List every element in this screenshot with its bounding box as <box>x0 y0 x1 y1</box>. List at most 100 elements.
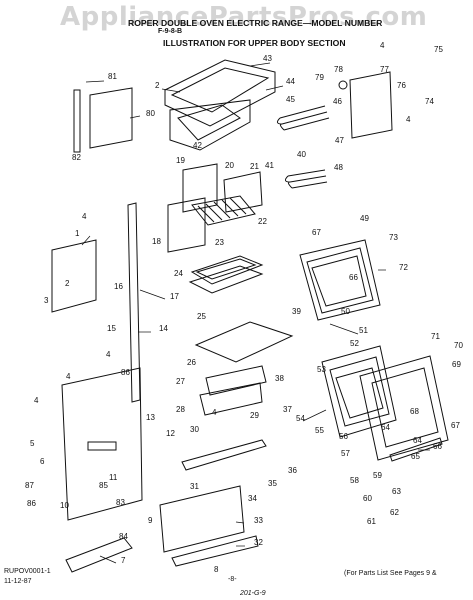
bake-element <box>276 105 330 131</box>
leader-lines <box>81 62 430 564</box>
footer-date: 11-12-87 <box>4 578 32 585</box>
part-label-26: 26 <box>187 358 196 367</box>
part-label-81: 81 <box>108 72 117 81</box>
kick-panel <box>171 535 259 567</box>
part-label-36: 36 <box>288 466 297 475</box>
part-label-4: 4 <box>380 41 385 50</box>
part-label-4: 4 <box>82 212 87 221</box>
part-label-62: 62 <box>390 508 399 517</box>
watermark: AppliancePartsPros.com <box>60 2 428 32</box>
door-handle <box>389 437 443 462</box>
part-label-23: 23 <box>215 238 224 247</box>
footer-page-mark: -8- <box>228 576 237 583</box>
part-label-4: 4 <box>34 396 39 405</box>
part-label-69: 69 <box>452 360 461 369</box>
diagram-title: ROPER DOUBLE OVEN ELECTRIC RANGE—MODEL N… <box>128 18 383 28</box>
part-label-6: 6 <box>40 457 45 466</box>
part-label-41: 41 <box>265 161 274 170</box>
model-number: F-9-8-B <box>158 28 183 35</box>
part-label-65: 65 <box>411 452 420 461</box>
trim-strip-upper <box>181 439 267 471</box>
part-label-37: 37 <box>283 405 292 414</box>
part-label-49: 49 <box>360 214 369 223</box>
part-label-68: 68 <box>410 407 419 416</box>
footer-handwritten-code: 201-G-9 <box>240 590 266 597</box>
part-label-25: 25 <box>197 312 206 321</box>
part-label-80: 80 <box>146 109 155 118</box>
side-panel <box>89 87 133 149</box>
part-label-42: 42 <box>193 141 202 150</box>
diagram-subtitle: ILLUSTRATION FOR UPPER BODY SECTION <box>163 38 346 48</box>
top-panel-assembly <box>164 59 276 151</box>
part-label-86: 86 <box>121 368 130 377</box>
part-label-35: 35 <box>268 479 277 488</box>
part-label-79: 79 <box>315 73 324 82</box>
part-label-10: 10 <box>60 501 69 510</box>
part-label-2: 2 <box>155 81 160 90</box>
oven-rack-assembly <box>167 163 263 253</box>
part-label-32: 32 <box>254 538 263 547</box>
part-label-46: 46 <box>333 97 342 106</box>
part-label-21: 21 <box>250 162 259 171</box>
part-label-50: 50 <box>341 307 350 316</box>
part-label-40: 40 <box>297 150 306 159</box>
part-label-66: 66 <box>349 273 358 282</box>
part-label-45: 45 <box>286 95 295 104</box>
part-label-84: 84 <box>119 532 128 541</box>
bottom-rail <box>65 537 133 573</box>
part-label-85: 85 <box>99 481 108 490</box>
part-label-58: 58 <box>350 476 359 485</box>
part-label-1: 1 <box>75 229 80 238</box>
part-label-28: 28 <box>176 405 185 414</box>
left-side-panel <box>51 239 97 313</box>
part-label-63: 63 <box>392 487 401 496</box>
part-label-82: 82 <box>72 153 81 162</box>
rear-panel <box>349 71 393 139</box>
part-label-13: 13 <box>146 413 155 422</box>
part-label-15: 15 <box>107 324 116 333</box>
part-label-33: 33 <box>254 516 263 525</box>
part-label-12: 12 <box>166 429 175 438</box>
broiler-pan <box>188 255 264 294</box>
part-label-7: 7 <box>121 556 126 565</box>
part-label-38: 38 <box>275 374 284 383</box>
part-label-55: 55 <box>315 426 324 435</box>
part-label-64: 64 <box>381 423 390 432</box>
part-label-43: 43 <box>263 54 272 63</box>
part-label-52: 52 <box>350 339 359 348</box>
part-label-59: 59 <box>373 471 382 480</box>
lower-glass-panel <box>159 485 245 553</box>
part-label-53: 53 <box>317 365 326 374</box>
oven-bottom-panel <box>194 321 294 363</box>
part-label-47: 47 <box>335 136 344 145</box>
part-label-29: 29 <box>250 411 259 420</box>
part-label-71: 71 <box>431 332 440 341</box>
broiler-drawer <box>205 365 267 396</box>
part-label-3: 3 <box>44 296 49 305</box>
part-label-14: 14 <box>159 324 168 333</box>
upper-oven-door <box>299 239 381 321</box>
part-label-18: 18 <box>152 237 161 246</box>
footer-note: (For Parts List See Pages 9 & <box>344 570 437 577</box>
part-label-76: 76 <box>397 81 406 90</box>
part-label-77: 77 <box>380 65 389 74</box>
part-label-72: 72 <box>399 263 408 272</box>
part-label-70: 70 <box>454 341 463 350</box>
part-label-57: 57 <box>341 449 350 458</box>
part-label-83: 83 <box>116 498 125 507</box>
drawer-front <box>199 382 263 416</box>
part-label-60: 60 <box>363 494 372 503</box>
part-label-20: 20 <box>225 161 234 170</box>
part-label-4: 4 <box>406 115 411 124</box>
footer-code: RUPOV0001-1 <box>4 568 51 575</box>
part-label-19: 19 <box>176 156 185 165</box>
part-label-78: 78 <box>334 65 343 74</box>
part-label-27: 27 <box>176 377 185 386</box>
broil-element <box>284 169 328 189</box>
part-label-86: 86 <box>27 499 36 508</box>
part-label-4: 4 <box>66 372 71 381</box>
part-label-34: 34 <box>248 494 257 503</box>
